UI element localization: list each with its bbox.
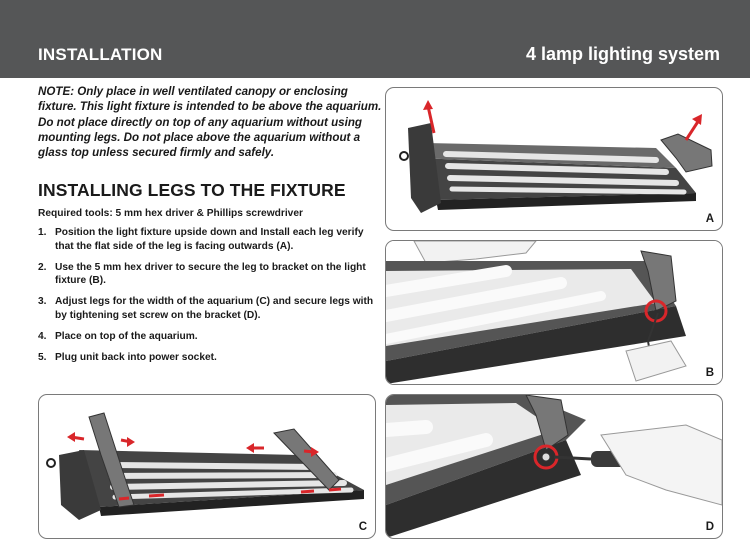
step-text: Adjust legs for the width of the aquariu…	[55, 296, 374, 321]
figure-b-illustration	[386, 241, 722, 384]
step-number: 5.	[38, 351, 47, 363]
figure-c: C	[38, 394, 376, 539]
figure-a-illustration	[399, 100, 713, 213]
figure-label: D	[705, 521, 714, 533]
step-item: 1. Position the light fixture upside down…	[38, 226, 380, 253]
page-subtitle: 4 lamp lighting system	[525, 44, 720, 64]
step-item: 2. Use the 5 mm hex driver to secure the …	[38, 261, 380, 288]
instruction-steps: 1. Position the light fixture upside down…	[38, 226, 380, 372]
section-heading: INSTALLING LEGS TO THE FIXTURE	[38, 180, 346, 200]
figure-c-illustration	[46, 412, 364, 520]
figure-a: A	[385, 87, 723, 231]
step-text: Use the 5 mm hex driver to secure the le…	[55, 261, 366, 287]
figure-label: B	[705, 367, 714, 379]
figure-d-illustration	[386, 395, 722, 538]
required-tools: Required tools: 5 mm hex driver & Philli…	[38, 208, 303, 219]
figure-label: C	[358, 521, 367, 533]
page-title: INSTALLATION	[38, 45, 163, 64]
page-header: INSTALLATION 4 lamp lighting system	[0, 0, 750, 78]
step-number: 3.	[38, 296, 47, 307]
step-item: 3. Adjust legs for the width of the aquar…	[38, 295, 380, 322]
step-number: 4.	[38, 330, 47, 342]
figure-label: A	[705, 213, 714, 225]
step-item: 5. Plug unit back into power socket.	[38, 351, 380, 365]
safety-note: NOTE: Only place in well ventilated cano…	[38, 85, 382, 160]
step-item: 4. Place on top of the aquarium.	[38, 330, 380, 344]
step-text: Plug unit back into power socket.	[55, 351, 217, 363]
step-text: Place on top of the aquarium.	[55, 330, 198, 342]
figure-b: B	[385, 240, 723, 385]
figure-d: D	[385, 394, 723, 539]
step-text: Position the light fixture upside down a…	[55, 227, 364, 252]
step-number: 1.	[38, 227, 47, 238]
step-number: 2.	[38, 261, 47, 273]
